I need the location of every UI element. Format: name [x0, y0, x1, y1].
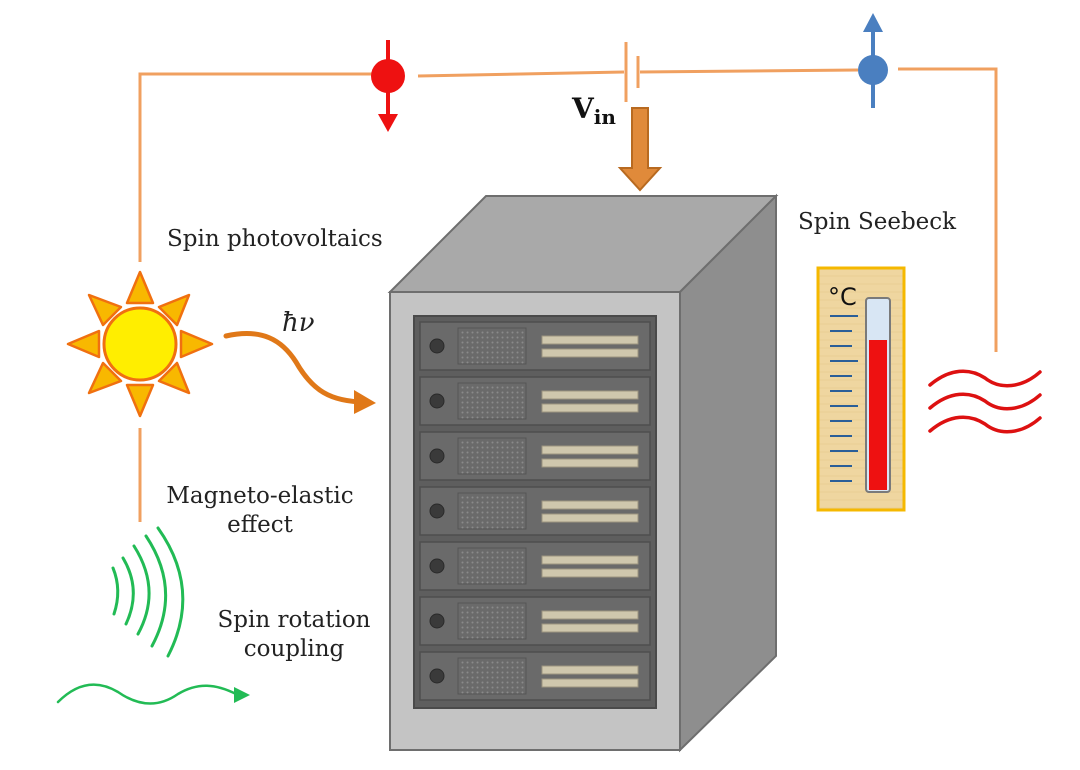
vent-grille: [457, 327, 527, 365]
label-vin-sub: in: [593, 105, 616, 129]
vent-grille: [457, 492, 527, 530]
vent-grille: [457, 437, 527, 475]
thermometer-icon: [816, 266, 906, 512]
label-spin-photovoltaics: Spin photovoltaics: [167, 226, 383, 252]
label-spin-rotation-line1: Spin rotation: [217, 607, 371, 633]
drive-slot: [541, 623, 639, 633]
server-unit: [419, 376, 651, 426]
label-vin: Vin: [572, 92, 616, 129]
power-button-icon: [429, 338, 445, 354]
vent-grille: [457, 382, 527, 420]
power-button-icon: [429, 558, 445, 574]
drive-slot: [541, 568, 639, 578]
power-button-icon: [429, 668, 445, 684]
server-unit: [419, 651, 651, 701]
server-unit: [419, 541, 651, 591]
drive-slot: [541, 458, 639, 468]
circuit-wire: [138, 67, 998, 522]
drive-slot: [541, 665, 639, 675]
server-unit-panel: [419, 486, 651, 536]
vent-grille: [457, 547, 527, 585]
server-unit: [419, 596, 651, 646]
server-unit: [419, 431, 651, 481]
input-arrow-icon: [617, 107, 663, 192]
server-unit-panel: [419, 541, 651, 591]
server-unit-panel: [419, 321, 651, 371]
drive-slot: [541, 513, 639, 523]
battery-icon: [624, 42, 640, 102]
power-button-icon: [429, 393, 445, 409]
photon-arrow-icon: [223, 331, 376, 414]
drive-slot: [541, 678, 639, 688]
spin-up-icon: [858, 13, 888, 108]
drive-slot: [541, 348, 639, 358]
server-rack-units: [419, 321, 651, 701]
label-photon-energy: ħν: [282, 308, 315, 338]
drive-slot: [541, 555, 639, 565]
sound-waves-icon: [111, 526, 185, 658]
label-celsius: °C: [828, 283, 857, 311]
vent-grille: [457, 602, 527, 640]
server-unit-panel: [419, 651, 651, 701]
rotation-wave-arrow-icon: [56, 683, 250, 705]
server-cabinet: [387, 193, 779, 753]
label-magneto-elastic: Magneto-elastic effect: [165, 482, 355, 540]
drive-slot: [541, 335, 639, 345]
drive-slot: [541, 445, 639, 455]
label-vin-main: V: [572, 92, 594, 125]
sun-icon: [66, 270, 214, 418]
server-unit-panel: [419, 431, 651, 481]
drive-slot: [541, 500, 639, 510]
drive-slot: [541, 403, 639, 413]
server-unit-panel: [419, 596, 651, 646]
power-button-icon: [429, 613, 445, 629]
server-unit-panel: [419, 376, 651, 426]
server-unit: [419, 486, 651, 536]
label-spin-seebeck: Spin Seebeck: [798, 209, 957, 235]
label-magneto-elastic-line2: effect: [227, 511, 293, 538]
spin-down-icon: [371, 40, 405, 132]
label-spin-rotation: Spin rotation coupling: [214, 606, 374, 664]
vent-grille: [457, 657, 527, 695]
server-unit: [419, 321, 651, 371]
label-spin-rotation-line2: coupling: [243, 635, 345, 662]
drive-slot: [541, 390, 639, 400]
power-button-icon: [429, 503, 445, 519]
heat-waves-icon: [928, 369, 1042, 434]
power-button-icon: [429, 448, 445, 464]
label-magneto-elastic-line1: Magneto-elastic: [166, 483, 354, 509]
drive-slot: [541, 610, 639, 620]
